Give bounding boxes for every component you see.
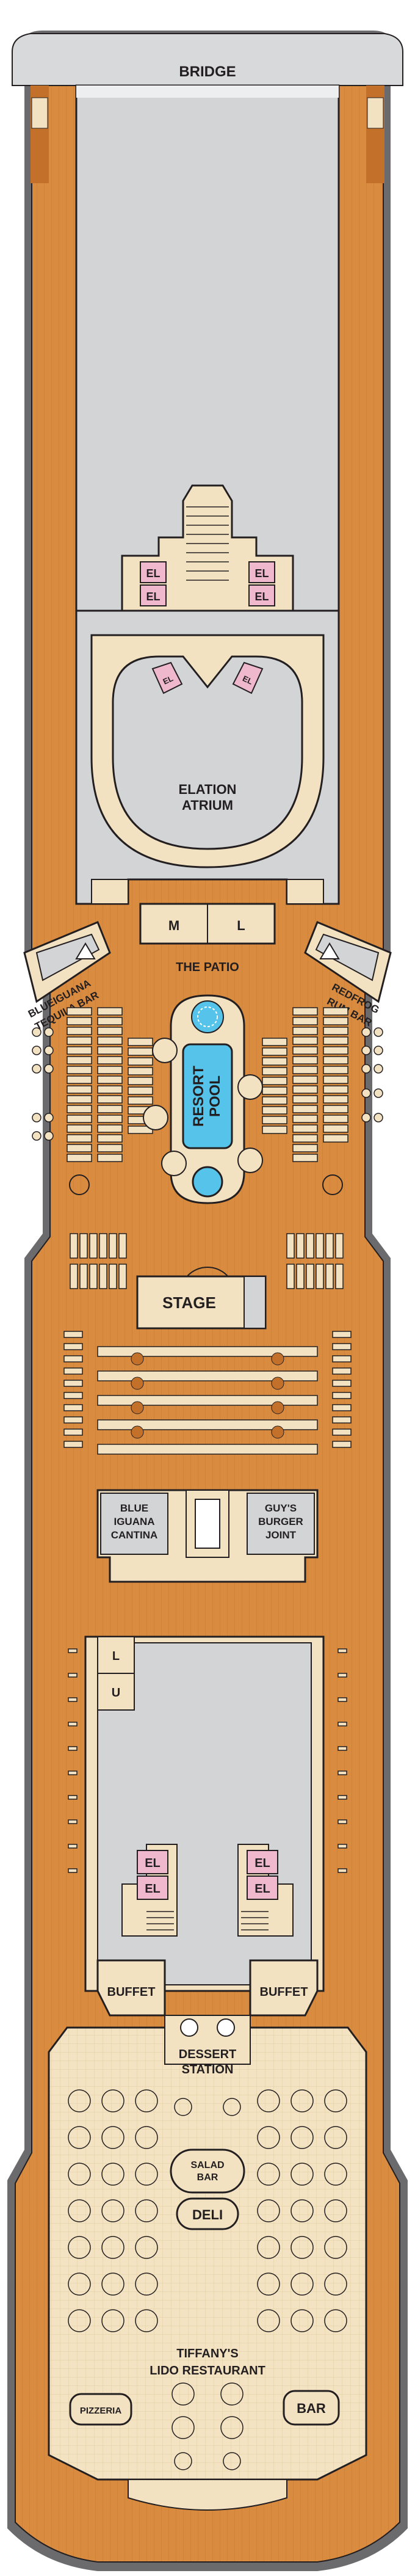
elevator-label: EL <box>146 567 160 580</box>
elevator-label: EL <box>254 567 269 580</box>
guys-burger-line1: GUY'S <box>265 1502 297 1514</box>
lido-l-label: L <box>112 1650 120 1663</box>
blue-iguana-cantina-line1: BLUE <box>120 1502 148 1514</box>
elation-atrium: EL EL ELATION ATRIUM <box>75 609 340 905</box>
mens-restroom-label: M <box>168 918 179 933</box>
forward-elevators-right: EL EL <box>248 561 275 606</box>
guys-burger-line2: BURGER <box>258 1516 303 1527</box>
blue-iguana-cantina-line2: IGUANA <box>114 1516 154 1527</box>
side-chair-columns <box>63 1331 352 1448</box>
blue-iguana-cantina-line3: CANTINA <box>111 1529 158 1541</box>
pizzeria-label: PIZZERIA <box>80 2406 122 2416</box>
elevator-label: EL <box>146 591 160 603</box>
salad-bar-deli: SALAD BAR DELI <box>170 2148 245 2230</box>
lounger-rows <box>97 1346 318 1455</box>
deck-decorations <box>69 1174 343 1195</box>
side-tables <box>32 1027 383 1141</box>
deli-label: DELI <box>192 2207 223 2222</box>
buffet-left-label: BUFFET <box>107 1985 156 1999</box>
elevator-label: EL <box>254 1882 270 1896</box>
aft-elevator-tower: EL EL EL EL <box>121 1844 294 1937</box>
palm-trees <box>131 1352 284 1439</box>
atrium-label-line2: ATRIUM <box>182 798 233 813</box>
aft-interior: L U <box>84 1635 325 1992</box>
buffet-right: BUFFET <box>249 1959 319 2017</box>
loungers-left <box>67 1007 153 1162</box>
stage: STAGE <box>136 1267 267 1330</box>
aft-side-seating <box>68 1648 347 1873</box>
resort-pool-label-line2: POOL <box>207 1075 223 1117</box>
tiffanys-line1: TIFFANY'S <box>176 2347 238 2360</box>
pizzeria: PIZZERIA <box>69 2393 132 2426</box>
lido-u-label: U <box>112 1686 120 1700</box>
stern <box>128 2452 287 2511</box>
dessert-station-line1: DESSERT <box>179 2048 236 2061</box>
buffet-right-label: BUFFET <box>260 1985 308 1999</box>
the-patio-label: THE PATIO <box>176 961 239 974</box>
bridge: BRIDGE <box>12 33 403 183</box>
restrooms: M L <box>139 903 276 945</box>
tiffanys-line2: LIDO RESTAURANT <box>150 2364 265 2378</box>
guys-burger-line3: JOINT <box>265 1529 297 1541</box>
elevator-label: EL <box>145 1882 161 1896</box>
redfrog-rum-bar: REDFROG RUM BAR <box>304 921 392 1028</box>
cantina-burger-block: BLUE IGUANA CANTINA GUY'S BURGER JOINT <box>96 1489 319 1583</box>
elevator-label: EL <box>162 674 175 686</box>
aft-bar-label: BAR <box>297 2401 326 2416</box>
buffet-left: BUFFET <box>96 1959 166 2017</box>
loungers-right <box>262 1007 348 1162</box>
elevator-label: EL <box>145 1857 161 1870</box>
stage-label: STAGE <box>162 1293 216 1312</box>
ladies-restroom-label: L <box>237 918 245 933</box>
elevator-label: EL <box>241 674 254 686</box>
lido-restaurant: DESSERT STATION <box>48 2015 367 2481</box>
dining-tables <box>68 2089 347 2439</box>
bridge-label: BRIDGE <box>179 64 236 80</box>
dessert-station-line2: STATION <box>182 2063 234 2076</box>
forward-elevator-tower: EL EL EL EL <box>121 484 294 612</box>
stage-side-loungers <box>70 1233 344 1289</box>
salad-bar-line1: SALAD <box>190 2160 224 2170</box>
resort-pool-label-line1: RESORT <box>190 1066 207 1127</box>
elevator-label: EL <box>254 1857 270 1870</box>
elevator-label: EL <box>254 591 269 603</box>
atrium-label-line1: ELATION <box>179 782 237 797</box>
forward-elevators-left: EL EL <box>140 561 167 606</box>
resort-pool: RESORT POOL <box>143 994 263 1204</box>
salad-bar-line2: BAR <box>197 2172 218 2183</box>
aft-bar: BAR <box>283 2390 340 2426</box>
